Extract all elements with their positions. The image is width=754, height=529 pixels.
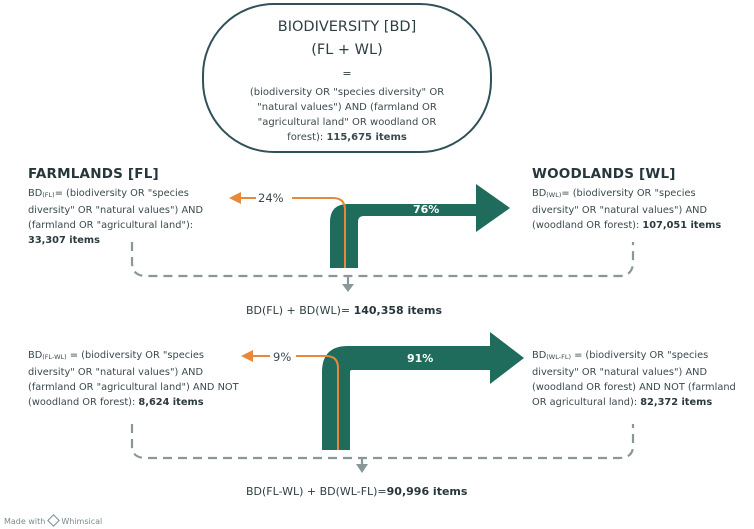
sum-total-2: BD(FL-WL) + BD(WL-FL)=90,996 items bbox=[246, 485, 468, 498]
farmlands-only-arrowhead bbox=[241, 350, 253, 362]
farmlands-arrow-line bbox=[292, 197, 346, 268]
farmlands-only-query: BD(FL-WL) = (biodiversity OR "species di… bbox=[28, 350, 239, 408]
merge-down-arrowhead-2 bbox=[356, 464, 368, 473]
biodiversity-subtitle: (FL + WL) bbox=[311, 42, 383, 58]
sum-total-1-count: 140,358 items bbox=[353, 304, 443, 317]
biodiversity-title: BIODIVERSITY [BD] bbox=[277, 19, 417, 35]
farmlands-percent: 24% bbox=[258, 191, 284, 205]
merge-dashed-line-1 bbox=[130, 242, 635, 278]
woodlands-only-count: 82,372 items bbox=[640, 397, 713, 408]
woodlands-arrow bbox=[330, 184, 510, 268]
woodlands-count: 107,051 items bbox=[642, 220, 722, 231]
biodiversity-count: 115,675 items bbox=[326, 132, 407, 143]
merge-dashed-line-2 bbox=[130, 424, 635, 460]
biodiversity-box: BIODIVERSITY [BD] (FL + WL) = (biodivers… bbox=[202, 3, 492, 153]
merge-down-arrowhead-1 bbox=[342, 284, 354, 292]
woodlands-query: BD(WL)= (biodiversity OR "species divers… bbox=[532, 188, 722, 231]
farmlands-arrowhead bbox=[229, 192, 241, 204]
biodiversity-query: (biodiversity OR "species diversity" OR … bbox=[249, 87, 445, 143]
farmlands-count: 33,307 items bbox=[28, 235, 100, 246]
equals-sign: = bbox=[342, 67, 352, 80]
whimsical-logo-icon bbox=[47, 514, 61, 527]
sum-total-2-count: 90,996 items bbox=[386, 485, 468, 498]
woodlands-title: WOODLANDS [WL] bbox=[532, 166, 676, 182]
farmlands-only-percent: 9% bbox=[273, 350, 292, 364]
farmlands-query: BD(FL)= (biodiversity OR "species divers… bbox=[28, 188, 204, 246]
footer-brand: Whimsical bbox=[61, 517, 103, 526]
woodlands-only-percent: 91% bbox=[407, 352, 434, 365]
woodlands-percent: 76% bbox=[413, 203, 440, 216]
farmlands-only-arrow-line bbox=[296, 355, 339, 450]
woodlands-only-arrow bbox=[322, 332, 524, 450]
farmlands-only-count: 8,624 items bbox=[138, 397, 204, 408]
farmlands-title: FARMLANDS [FL] bbox=[28, 166, 159, 182]
sum-total-1: BD(FL) + BD(WL)= 140,358 items bbox=[246, 304, 443, 317]
woodlands-only-query: BD(WL-FL) = (biodiversity OR "species di… bbox=[532, 350, 736, 408]
